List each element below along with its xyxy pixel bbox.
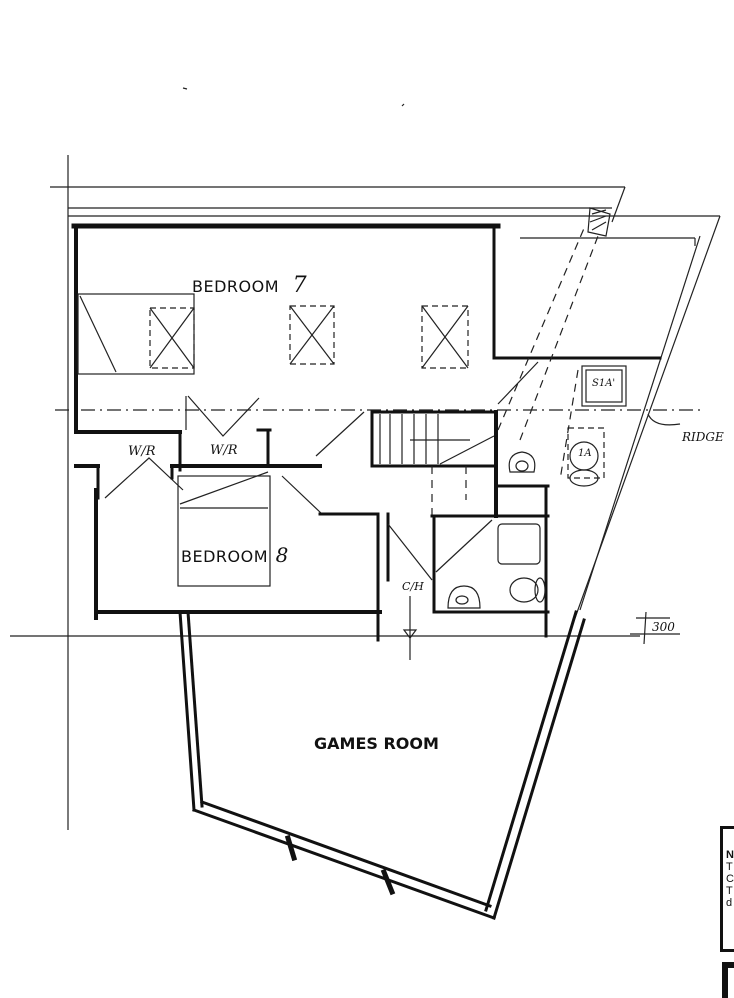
bedroom-8-label: BEDROOM 8 [181,543,289,567]
wr-label-right: W/R [210,443,238,458]
wc-mark-label: 1A [578,448,592,459]
dimension-label: 300 [652,620,675,634]
frame-corner-mark [722,962,734,998]
shower-label: S1A' [592,378,616,389]
dimension-mark [630,611,680,645]
bathroom [430,410,550,638]
staircase [370,410,498,520]
skylight-3 [421,305,469,369]
room-number: 7 [292,273,308,298]
skylight-2 [289,305,335,365]
bedroom-7-label: BEDROOM 7 [192,273,307,298]
games-room-label: GAMES ROOM [314,734,439,753]
games-room-walls [178,610,586,920]
note-line: C [726,873,734,885]
note-title: N [726,849,734,861]
wr-label-left: W/R [128,444,156,459]
room-name: BEDROOM [181,547,269,566]
note-box: N T C T d [720,826,734,952]
cupboard-label: C/H [402,580,424,593]
skylight-1 [149,307,195,369]
note-line: d [726,897,733,909]
room-number: 8 [275,543,289,567]
bed-bedroom-7 [77,293,195,375]
bed-bedroom-8 [177,471,271,587]
note-line: T [726,861,733,873]
ridge-label: RIDGE [682,430,724,444]
shower-tray [581,365,627,407]
room-name: BEDROOM [192,277,280,296]
note-line: T [726,885,733,897]
wc-right [567,427,605,487]
